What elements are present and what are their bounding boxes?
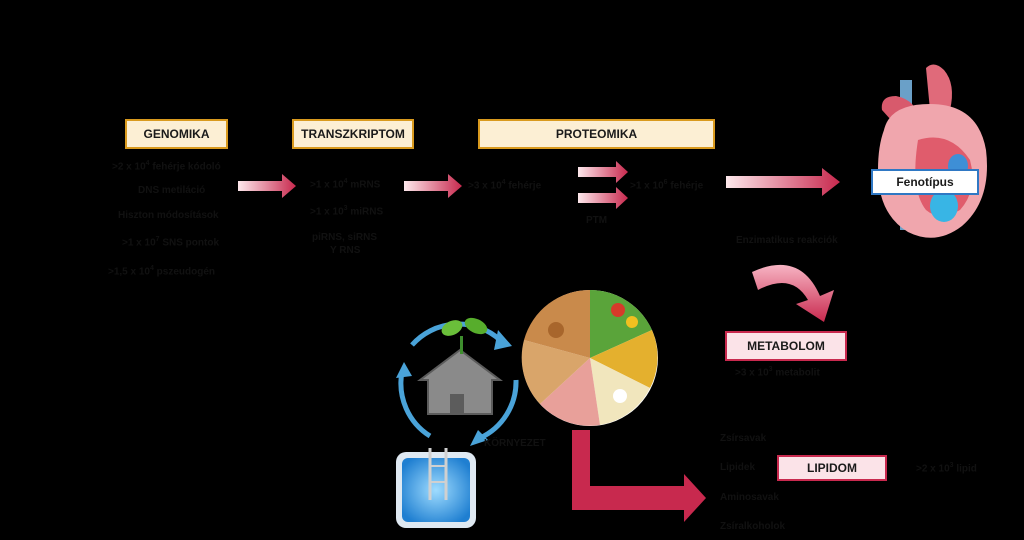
lipidom-count: >2 x 103 lipid <box>916 462 977 475</box>
kornyezet-label: KÖRNYEZET <box>484 438 546 449</box>
genomika-label: GENOMIKA <box>143 127 210 141</box>
transzkriptom-item-4: Y RNS <box>330 245 361 256</box>
house-icon <box>417 348 503 415</box>
proteomika-label: PROTEOMIKA <box>555 127 638 141</box>
metabolom-count: >3 x 103 metabolit <box>735 366 820 379</box>
lipid-class-1: Zsírsavak <box>720 433 767 444</box>
arrow-proteomika-lower <box>578 187 628 209</box>
arrow-kornyezet-lipidom <box>572 430 706 522</box>
plant-icon <box>441 317 488 354</box>
genomika-item-4: >1 x 107 SNS pontok <box>122 236 220 249</box>
genomika-item-5: >1,5 x 104 pszeudogén <box>108 265 216 278</box>
transzkriptom-item-2: >1 x 103 miRNS <box>310 205 384 218</box>
fenotipus-label: Fenotípus <box>896 175 954 189</box>
transzkriptom-item-3: piRNS, siRNS <box>312 232 378 243</box>
proteomika-box: PROTEOMIKA <box>478 119 715 149</box>
arrow-genomika-transzkriptom <box>238 174 296 198</box>
genomika-item-3: Hiszton módosítások <box>118 210 219 221</box>
arrow-proteomika-upper <box>578 161 628 183</box>
genomika-box: GENOMIKA <box>125 119 228 149</box>
proteomika-count-right: >1 x 106 fehérje <box>630 179 704 192</box>
arrow-transzkriptom-proteomika <box>404 174 462 198</box>
proteomika-count-left: >3 x 104 fehérje <box>468 179 542 192</box>
transzkriptom-box: TRANSZKRIPTOM <box>292 119 414 149</box>
enzimatikus-reakciok-label: Enzimatikus reakciók <box>736 235 838 246</box>
lipidom-box: LIPIDOM <box>777 455 887 481</box>
cycle-arrowheads <box>396 330 512 446</box>
arrow-curved-metabolom <box>752 264 834 322</box>
lipid-class-2: Lipidek <box>720 462 756 473</box>
genomika-item-1: >2 x 104 fehérje kódoló <box>112 160 221 173</box>
heart-icon <box>878 64 987 238</box>
fenotipus-box: Fenotípus <box>871 169 979 195</box>
arrow-to-fenotipus <box>726 168 840 196</box>
genomika-item-2: DNS metiláció <box>138 185 206 196</box>
lipid-class-4: Zsíralkoholok <box>720 521 786 532</box>
metabolom-label: METABOLOM <box>747 339 825 353</box>
pool-icon <box>396 448 476 528</box>
transzkriptom-item-1: >1 x 104 mRNS <box>310 178 381 191</box>
metabolom-box: METABOLOM <box>725 331 847 361</box>
lipid-class-3: Aminosavak <box>720 492 779 503</box>
transzkriptom-label: TRANSZKRIPTOM <box>301 127 405 141</box>
ptm-label: PTM <box>586 215 608 226</box>
food-pie-icon <box>521 289 658 426</box>
lipidom-label: LIPIDOM <box>807 461 857 475</box>
